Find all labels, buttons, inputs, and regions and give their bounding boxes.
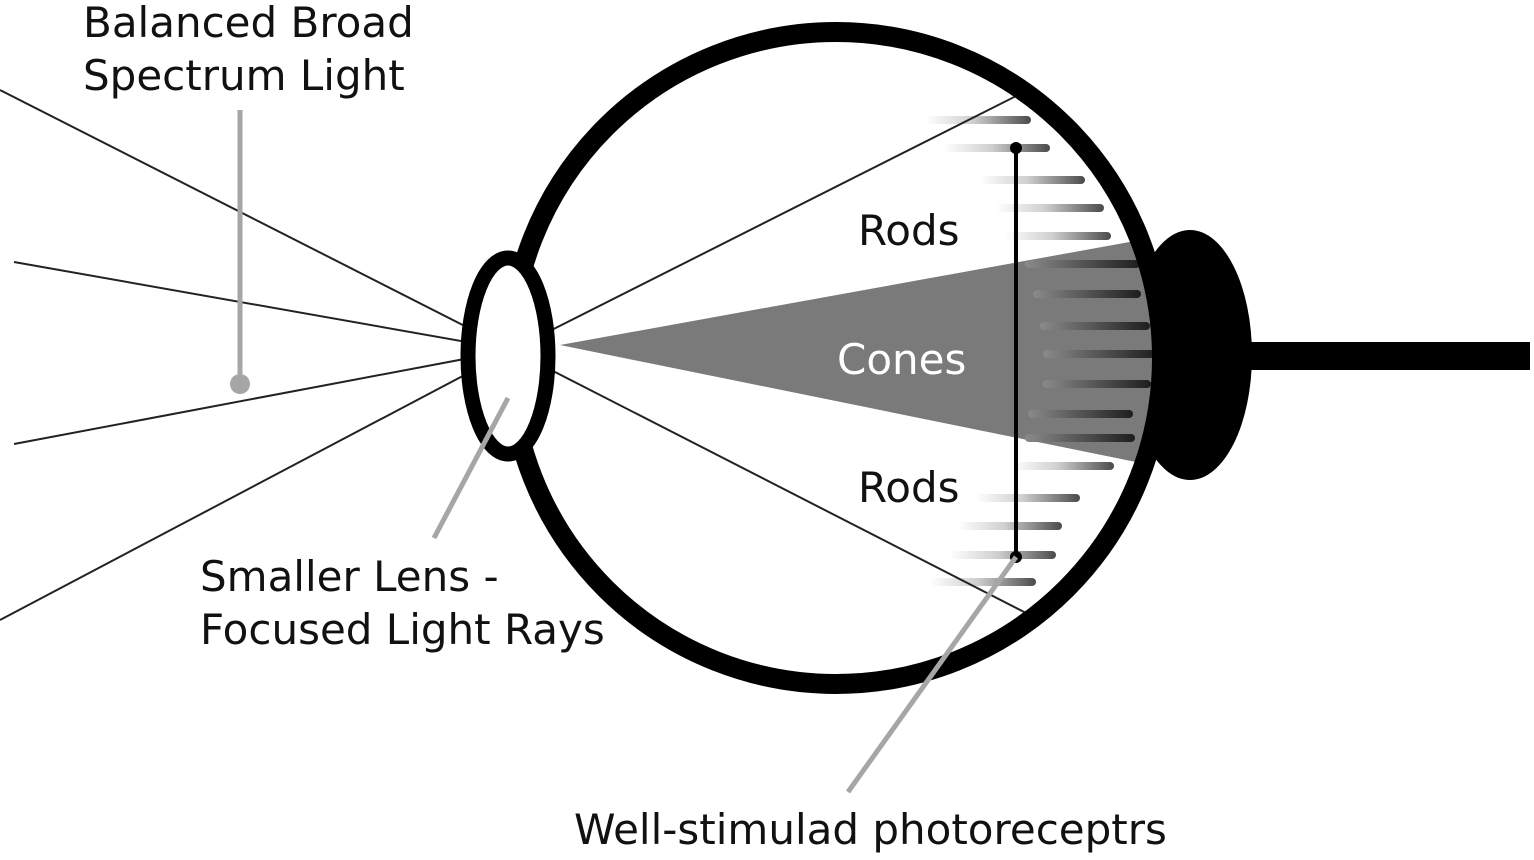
light-ray [0,349,513,621]
rod-bar [950,551,1056,559]
photoreceptors-group [926,116,1157,586]
light-ray [0,89,513,351]
cone-bar [1043,350,1157,358]
cone-bar [1043,380,1151,388]
pointer-lines [230,110,1019,794]
lens [460,250,556,462]
light-ray [13,349,513,445]
cone-bars [1025,260,1157,442]
light-ray [13,261,513,351]
photoreceptor-pointer-line [845,555,1019,794]
rod-bar [930,578,1036,586]
cones-label: Cones [837,335,966,384]
light-ray [511,349,1031,616]
rod-bar [996,204,1104,212]
bracket-dot-top [1010,142,1022,154]
rod-bar [926,116,1031,124]
rod-bar [1005,232,1111,240]
rod-bar [980,176,1085,184]
light-pointer-dot [230,374,250,394]
lens-label-line2: Focused Light Rays [200,605,605,654]
light-ray [511,87,1033,351]
light-label-line2: Spectrum Light [83,51,405,100]
rod-bar [944,144,1050,152]
cone-bar [1033,290,1141,298]
photoreceptors-label: Well-stimulad photoreceptrs [574,805,1167,854]
rod-bar [1012,462,1114,470]
rods-top-label: Rods [858,206,960,255]
light-label-line1: Balanced Broad [83,0,414,47]
rods-top-bars [926,116,1111,240]
light-rays [0,87,1033,621]
rod-bar [975,494,1080,502]
rods-bottom-label: Rods [858,463,960,512]
lens-label-line1: Smaller Lens - [200,552,499,601]
cone-bar [1025,434,1135,442]
lens-pointer-line [431,396,511,540]
cone-bar [1025,260,1140,268]
rod-bar [958,522,1062,530]
cone-bar [1028,410,1133,418]
cone-bar [1040,322,1150,330]
rods-bottom-bars [930,462,1114,586]
optic-nerve [1205,342,1530,370]
